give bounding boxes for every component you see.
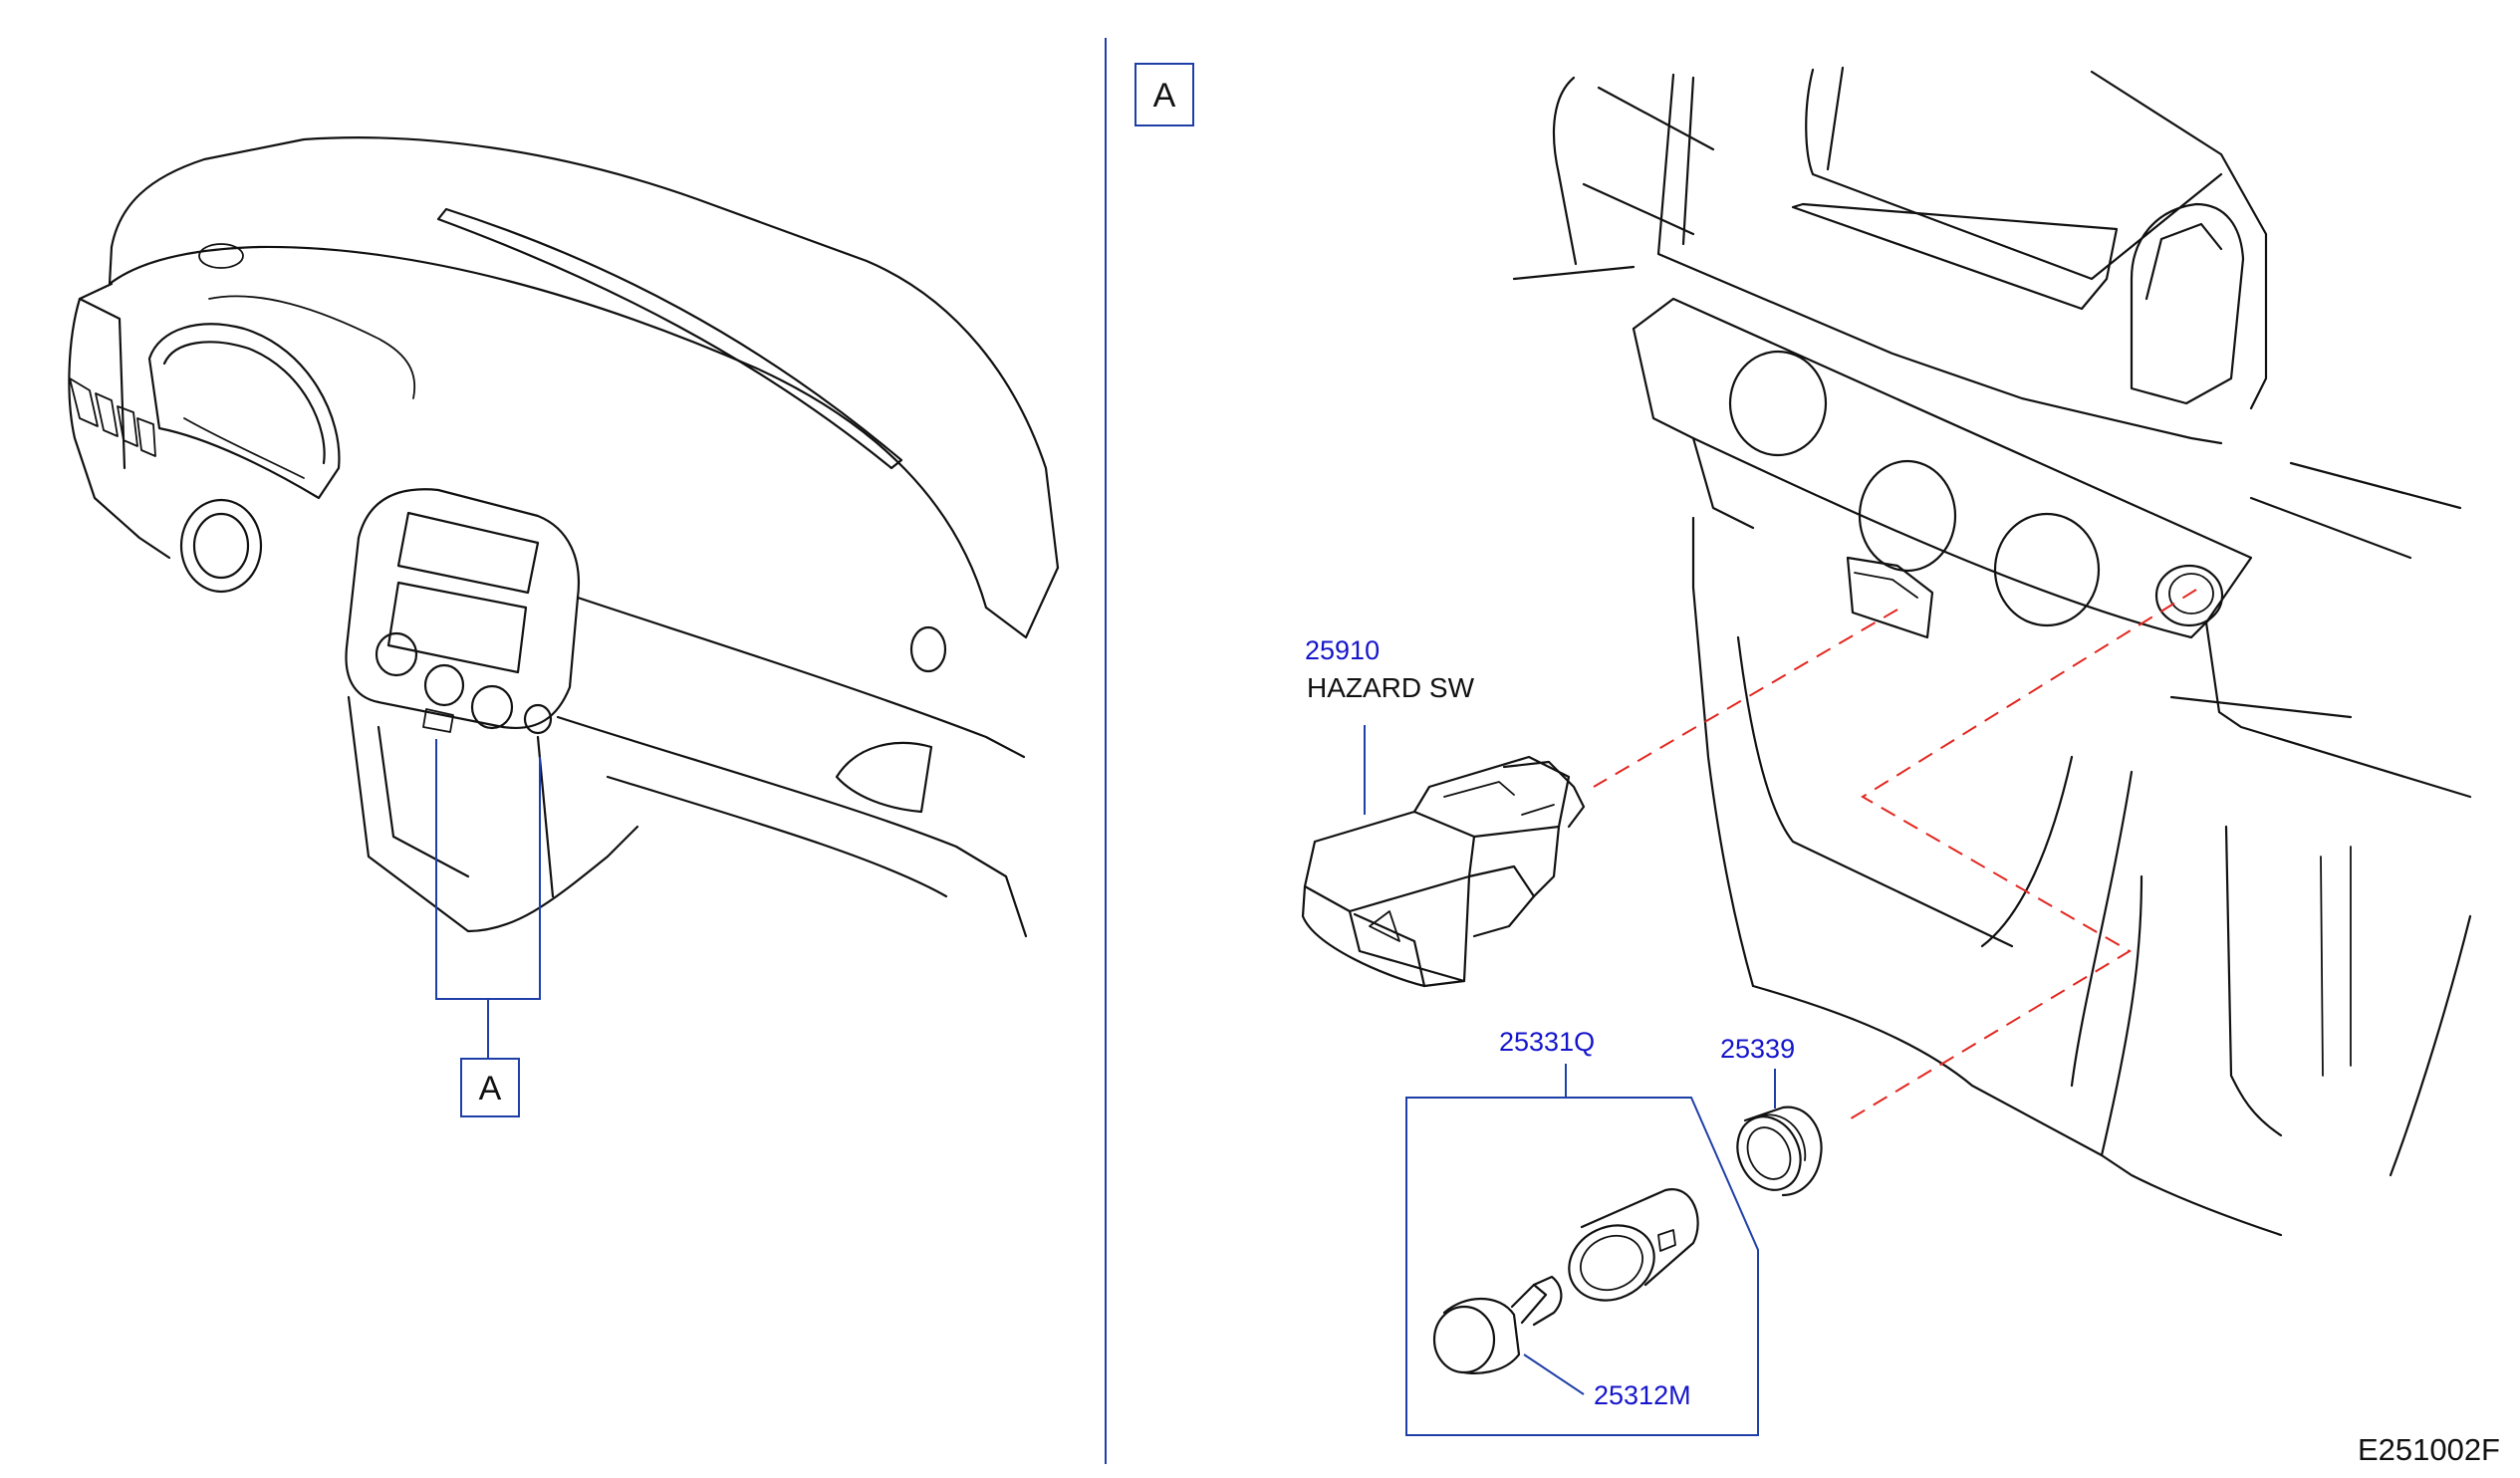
detail-leader bbox=[435, 739, 541, 1059]
view-marker-label: A bbox=[1153, 77, 1176, 115]
detail-marker: A bbox=[460, 1058, 520, 1117]
ring-part bbox=[1736, 1106, 1823, 1197]
part-number-socket: 25331Q bbox=[1499, 1027, 1595, 1057]
socket-part bbox=[1568, 1188, 1699, 1302]
detail-marker-label: A bbox=[479, 1070, 502, 1108]
dashboard-illustration bbox=[68, 136, 1060, 938]
diagram-code: E251002F bbox=[2358, 1432, 2500, 1467]
view-marker: A bbox=[1134, 63, 1194, 126]
lighter-plug-leader bbox=[1523, 1354, 1585, 1395]
console-closeup-illustration bbox=[1512, 66, 2472, 1237]
lighter-plug-part bbox=[1432, 1275, 1563, 1374]
part-number-lighter-plug: 25312M bbox=[1594, 1380, 1691, 1410]
socket-group-frame bbox=[1405, 1097, 1759, 1436]
installation-lines bbox=[1593, 589, 2197, 1124]
part-name-hazard-switch: HAZARD SW bbox=[1307, 672, 1475, 703]
hazard-switch-part bbox=[1301, 755, 1586, 988]
part-number-hazard-switch: 25910 bbox=[1305, 635, 1380, 665]
part-number-ring: 25339 bbox=[1720, 1034, 1795, 1064]
